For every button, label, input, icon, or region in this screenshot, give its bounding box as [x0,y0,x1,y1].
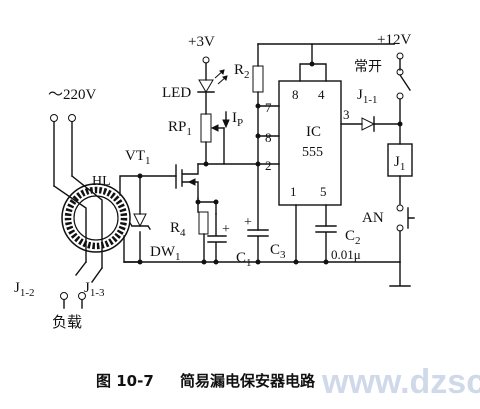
pin8-side: 8 [265,130,272,145]
contact-j12-terminal [60,292,68,300]
ic-top-pins [299,63,327,82]
load-leads [63,299,83,309]
supply-12v: +12V [377,32,411,71]
toroid-transformer: HL [53,174,141,269]
contact-j12-blade [75,261,87,276]
ac-input-label: ～220V [48,87,97,103]
j11-label: J1-1 [357,87,378,106]
an-label: AN [362,210,384,226]
primary-wire-1 [53,185,87,263]
zener-bar [129,222,151,230]
ground-bus [123,259,411,287]
r2-label: R2 [234,62,250,81]
c2-label: C2 [345,228,361,247]
ic-body [278,80,342,206]
resistor-r2: R2 [234,43,264,231]
supply-12v-label: +12V [377,32,411,48]
figure-title: 简易漏电保安器电路 [180,372,316,390]
contact-j13-blade [91,267,103,283]
j13-label: J1-3 [84,280,105,299]
transistor-vt1: VT1 [125,148,259,263]
secondary-bottom-lead [123,235,141,263]
ic-label: IC [306,124,321,140]
pin3: 3 [343,107,350,122]
load-contacts: J1-2 J1-3 负载 [14,261,105,331]
secondary-top-lead [119,175,141,196]
transformer-label: HL [92,174,111,189]
r4-body [198,211,209,235]
rp1-label: RP1 [168,119,192,138]
figure-number: 图 10-7 [96,372,154,390]
supply-3v-label: +3V [188,34,215,50]
dw1-label: DW1 [150,244,181,263]
c1-plus: + [222,222,230,237]
r4-label: R4 [170,220,186,239]
output-diode [361,116,403,132]
primary-wire-2 [71,175,103,269]
figure-caption: 图 10-7 简易漏电保安器电路 [96,372,316,390]
led: LED [162,69,228,115]
rp1-body [200,113,212,143]
normally-open-label: 常开 [354,59,382,75]
c3-symbol [247,229,269,263]
ic-555: IC 555 8 4 7 8 2 1 5 3 [257,43,395,263]
ip-label: IP [232,110,243,129]
ac-terminal-right [68,114,76,122]
led-label: LED [162,85,191,101]
c1-symbol [207,213,227,263]
resistor-r4: R4 [170,199,219,263]
pin2: 2 [265,158,272,173]
vt1-label: VT1 [125,148,151,167]
led-bar [197,91,215,115]
relay-contact-j11: 常开 J1-1 [354,59,411,125]
zener-dw1: DW1 [129,213,181,263]
capacitor-c2: C2 0.01μ [315,225,361,263]
j1-label: J1 [394,154,405,173]
c2-symbol [315,225,337,263]
pin8-top: 8 [292,87,299,102]
r4-leads [197,201,205,263]
ic-left-pins [257,105,280,165]
ic-name: 555 [302,145,323,160]
watermark: www.dzsc.com [321,363,480,401]
c2-value: 0.01μ [331,247,361,262]
r2-body [252,65,264,93]
ac-primary-wires [53,121,73,187]
pin4: 4 [318,87,325,102]
ac-terminal-left [50,114,58,122]
c3-label: C3 [270,242,286,261]
vt1-channel [181,163,199,199]
pin7: 7 [265,100,272,115]
potentiometer-rp1: RP1 IP [168,110,243,167]
relay-coil-j1: J1 [387,123,413,205]
load-label: 负载 [52,314,82,331]
ac-input: ～220V [48,87,97,187]
led-triangle [198,79,214,93]
capacitor-c1: + C1 [207,213,252,269]
c1-label: C1 [236,250,252,269]
pushbutton-an: AN [362,204,415,263]
supply-3v: +3V [188,34,215,81]
j12-label: J1-2 [14,280,35,299]
capacitor-c3: + C3 [244,215,286,263]
c3-plus: + [244,215,252,230]
pin1: 1 [290,184,297,199]
pin5: 5 [320,184,327,199]
vt1-arrow [187,178,196,186]
